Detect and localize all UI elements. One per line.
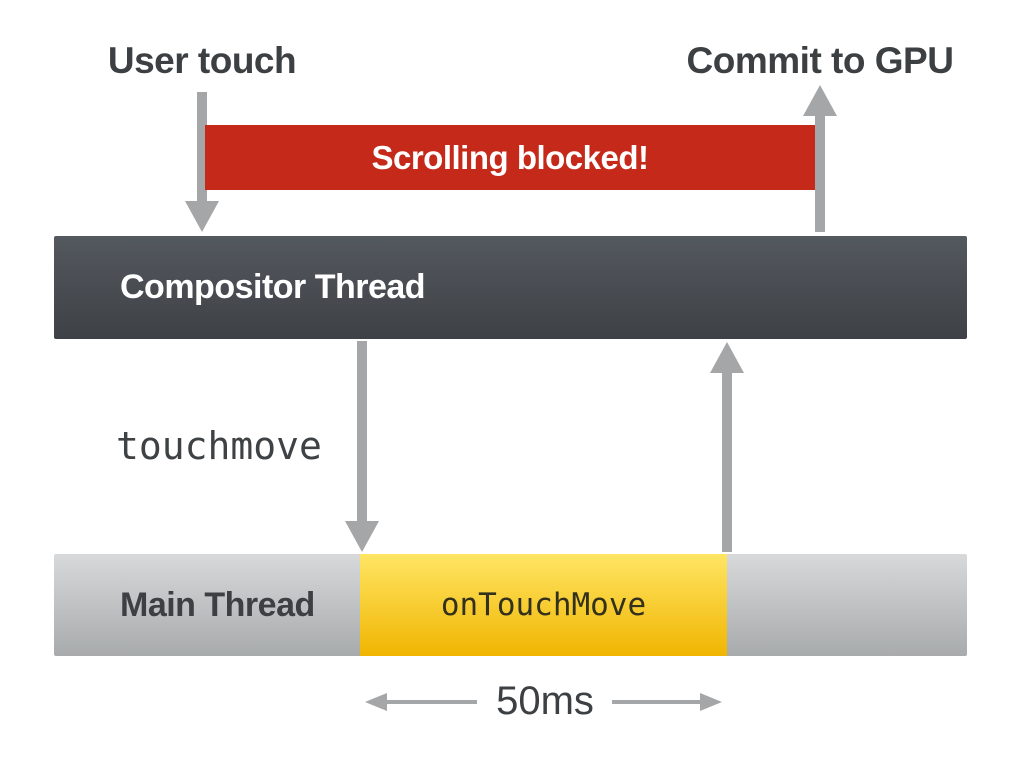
ontouchmove-task-label: onTouchMove: [440, 587, 647, 623]
commit-to-gpu-label: Commit to GPU: [686, 40, 954, 81]
arrow-head-up: [803, 85, 837, 116]
arrow-stem: [722, 373, 732, 552]
arrow-stem: [612, 700, 700, 704]
arrow-head-down: [345, 521, 379, 552]
arrow-stem: [387, 700, 477, 704]
arrow-stem: [197, 92, 207, 201]
user-touch-label: User touch: [107, 40, 297, 81]
compositor-thread-label: Compositor Thread: [120, 268, 426, 306]
arrow-head-left: [365, 693, 387, 711]
scrolling-blocked-label: Scrolling blocked!: [371, 138, 649, 176]
arrow-stem: [815, 116, 825, 232]
main-thread-label: Main Thread: [120, 585, 315, 624]
duration-label: 50ms: [496, 679, 594, 723]
touchmove-down-arrow-icon: [345, 341, 379, 552]
duration-right-arrow-icon: [612, 693, 722, 711]
arrow-head-down: [185, 201, 219, 232]
compositor-thread-lane: Compositor Thread: [54, 236, 967, 339]
ontouchmove-task-block: onTouchMove: [360, 554, 727, 656]
arrow-head-right: [700, 693, 722, 711]
user-touch-down-arrow-icon: [185, 92, 219, 232]
commit-up-arrow-icon: [803, 85, 837, 232]
main-thread-lane: Main Thread onTouchMove: [54, 554, 967, 656]
duration-left-arrow-icon: [365, 693, 477, 711]
scrolling-blocked-banner: Scrolling blocked!: [205, 125, 815, 190]
touchmove-event-label: touchmove: [116, 424, 322, 468]
main-to-compositor-up-arrow-icon: [710, 342, 744, 552]
arrow-head-up: [710, 342, 744, 373]
arrow-stem: [357, 341, 367, 521]
